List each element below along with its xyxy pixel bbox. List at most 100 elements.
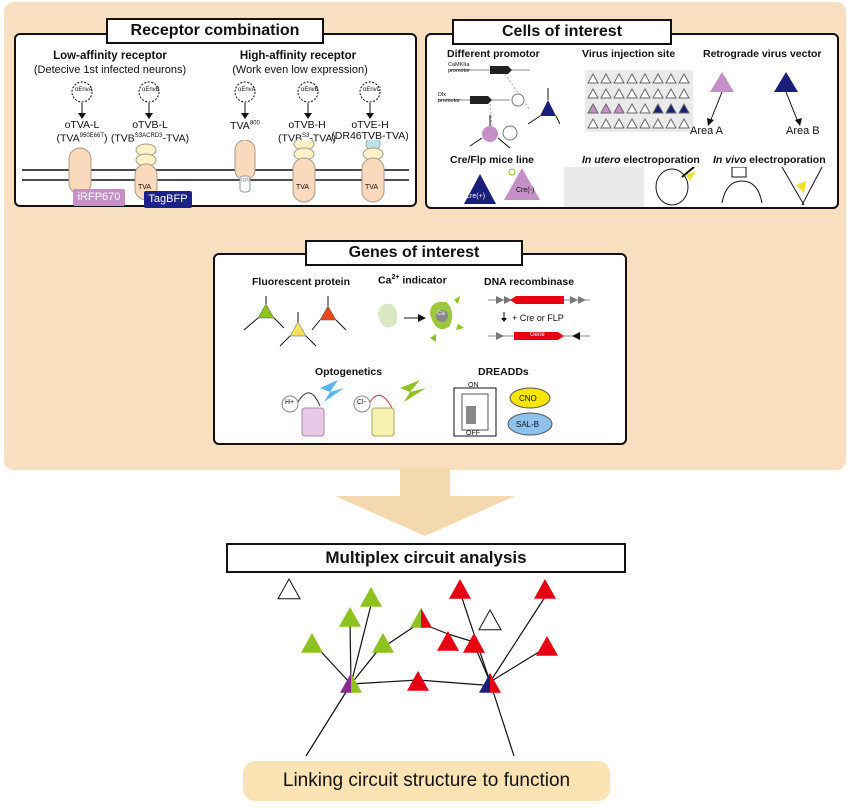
gene-label: Gene xyxy=(530,332,545,338)
receptor-4-name: oTVB-H (TVBS3-TVA) xyxy=(278,119,336,145)
grid-neuron xyxy=(613,102,625,114)
genes-of-interest-panel xyxy=(213,253,627,445)
circuit-neuron xyxy=(463,633,485,653)
circuit-neuron xyxy=(301,633,323,653)
grid-neuron xyxy=(665,87,677,99)
utero-diagram xyxy=(564,167,696,207)
circuit-neuron-left-half xyxy=(340,673,351,693)
virus-label-b1: oEnvB xyxy=(142,87,160,93)
grid-neuron xyxy=(626,87,638,99)
receptor-1-name: oTVA-L (TVA950E66T) xyxy=(56,119,108,145)
irfp-tag: iRFP670 xyxy=(73,189,125,206)
cre-plus-label: Cre(+) xyxy=(465,193,486,200)
ca-ion-label: Ca xyxy=(437,311,445,317)
high-affinity-title: High-affinity receptor xyxy=(239,50,357,62)
grid-neuron xyxy=(652,117,664,129)
grid-neuron xyxy=(652,72,664,84)
circuit-triangles xyxy=(277,577,558,693)
grid-neuron xyxy=(639,102,651,114)
circuit-neuron-right-half xyxy=(351,673,362,693)
vivo-diagram xyxy=(721,167,823,206)
grid-neuron xyxy=(665,102,677,114)
virus-label-a2: oEnvA xyxy=(238,87,256,93)
cre-minus-label: Cre(-) xyxy=(516,187,535,194)
tagbfp-tag: TagBFP xyxy=(144,191,192,208)
tva-label-4: TVA xyxy=(296,184,310,191)
grid-neuron xyxy=(613,117,625,129)
receptor-2-name: oTVB-L (TVBS3ACRD3-TVA) xyxy=(110,119,190,145)
circuit-neuron xyxy=(407,671,429,691)
promotor-diagram xyxy=(438,66,560,149)
membrane-diagram xyxy=(22,140,409,203)
ca-indicator xyxy=(378,296,464,342)
dlx-label: Dlx promotor xyxy=(438,92,461,104)
low-affinity-subtitle: (Detecive 1st infected neurons) xyxy=(33,64,187,76)
genes-title: Genes of interest xyxy=(305,240,523,266)
grid-neuron xyxy=(678,87,690,99)
on-label: ON xyxy=(468,382,479,389)
camkiia-label: CaMKIIa promotor xyxy=(448,62,471,74)
grid-neuron xyxy=(639,117,651,129)
promotor-title: Different promotor xyxy=(447,48,540,60)
receptor-3-name: TVA800 xyxy=(230,120,260,132)
circuit-neuron xyxy=(478,608,502,631)
circuit-title: Multiplex circuit analysis xyxy=(226,543,626,573)
high-affinity-subtitle: (Work even low expression) xyxy=(232,64,368,76)
ca-title: Ca2+ indicator xyxy=(378,274,447,287)
grid-neuron xyxy=(665,117,677,129)
grid-neuron xyxy=(678,72,690,84)
injection-grid xyxy=(585,70,693,132)
circuit-neuron xyxy=(277,577,301,600)
flow-arrow xyxy=(335,468,515,536)
area-b-label: Area B xyxy=(786,125,820,137)
grid-neuron xyxy=(600,117,612,129)
retro-title: Retrograde virus vector xyxy=(703,48,822,60)
grid-neuron xyxy=(665,72,677,84)
grid-neuron xyxy=(600,72,612,84)
cno-label: CNO xyxy=(519,394,537,403)
h-ion-label: H+ xyxy=(285,399,295,406)
grid-neuron xyxy=(678,117,690,129)
area-a-label: Area A xyxy=(690,125,724,137)
grid-neuron xyxy=(639,87,651,99)
grid-neuron xyxy=(600,87,612,99)
grid-neuron xyxy=(587,87,599,99)
dreadd-title: DREADDs xyxy=(478,366,529,378)
off-label: OFF xyxy=(466,430,480,437)
circuit-neuron-left-half xyxy=(410,608,421,628)
optogenetics-diagram xyxy=(281,380,426,437)
virus-label-a1: oEnvA xyxy=(75,87,93,93)
fp-title: Fluorescent protein xyxy=(252,276,351,288)
utero-title: In utero electroporation xyxy=(582,154,700,166)
receptor-5-name: oTVE-H (DR46TVB-TVA) xyxy=(331,119,409,142)
grid-neuron xyxy=(626,117,638,129)
vivo-title: In vivo electroporation xyxy=(713,154,826,166)
cre-cells xyxy=(464,168,540,204)
grid-neuron xyxy=(600,102,612,114)
retrograde-diagram xyxy=(707,72,802,126)
cells-title: Cells of interest xyxy=(452,19,672,45)
grid-neuron xyxy=(678,102,690,114)
injection-title: Virus injection site xyxy=(582,48,676,60)
grid-neuron xyxy=(626,102,638,114)
salb-label: SAL-B xyxy=(516,420,540,429)
circuit-neuron xyxy=(437,631,459,651)
dreadd-diagram xyxy=(453,387,553,437)
cre-flp-label: + Cre or FLP xyxy=(512,313,564,323)
tva-label-5: TVA xyxy=(365,184,379,191)
low-affinity-title: Low-affinity receptor xyxy=(53,50,167,62)
fp-neurons xyxy=(243,296,347,347)
cl-ion-label: Cl- xyxy=(357,399,366,406)
circuit-neuron-left-half xyxy=(479,673,490,693)
grid-neuron xyxy=(587,117,599,129)
grid-neuron xyxy=(587,102,599,114)
dna-recombinase-diagram xyxy=(488,296,590,340)
grid-neuron xyxy=(652,87,664,99)
linking-box: Linking circuit structure to function xyxy=(243,761,610,801)
circuit-neuron xyxy=(534,579,556,599)
virus-icons xyxy=(71,81,381,119)
circuit-neuron xyxy=(339,607,361,627)
gpi-label: GPI xyxy=(241,178,250,184)
circuit-neuron-right-half xyxy=(490,673,501,693)
tva-label-2: TVA xyxy=(138,184,152,191)
